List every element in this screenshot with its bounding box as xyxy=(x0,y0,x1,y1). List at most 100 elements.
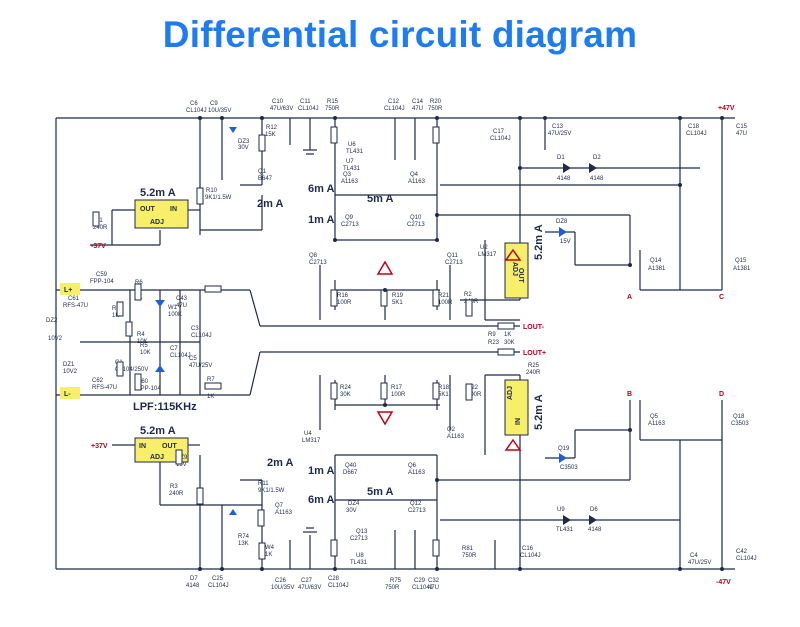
svg-text:ADJ: ADJ xyxy=(150,454,164,461)
component-label: C5 xyxy=(189,356,197,362)
resistor-symbol xyxy=(432,539,440,557)
svg-text:A: A xyxy=(627,294,632,301)
resistor-symbol xyxy=(134,373,142,391)
component-label: 10K xyxy=(140,350,151,356)
junction-dot xyxy=(333,567,337,571)
component-label: R21 xyxy=(438,293,450,299)
svg-text:5m A: 5m A xyxy=(367,193,394,205)
svg-text:IN: IN xyxy=(515,418,522,425)
component-label: 100R xyxy=(337,300,352,306)
component-label: TL431 xyxy=(343,166,361,172)
svg-text:B: B xyxy=(627,391,632,398)
junction-dot xyxy=(435,238,439,242)
component-label: A1163 xyxy=(275,510,293,516)
svg-text:1m A: 1m A xyxy=(308,465,335,477)
rail-neg-bottom: -47V xyxy=(716,579,731,586)
resistor-symbol xyxy=(380,289,388,307)
component-label: 4148 xyxy=(186,583,200,589)
component-label: DZ3 xyxy=(238,139,250,145)
component-label: Q19 xyxy=(558,446,570,452)
component-label: Q8 xyxy=(309,253,318,259)
component-label: TL431 xyxy=(350,560,368,566)
component-label: C2713 xyxy=(350,536,368,542)
resistor-symbol xyxy=(330,289,338,307)
component-label: 47U xyxy=(736,131,747,137)
component-label: C62 xyxy=(92,378,104,384)
component-label: R15 xyxy=(327,99,339,105)
component-label: 15V xyxy=(176,462,187,468)
component-label: CL104J xyxy=(520,553,541,559)
component-label: 47U xyxy=(412,106,423,112)
component-label: R2 xyxy=(464,292,472,298)
component-label: C2713 xyxy=(341,222,359,228)
resistor-symbol xyxy=(196,487,204,505)
component-label: CL104J xyxy=(186,108,207,114)
component-label: R25 xyxy=(528,363,540,369)
svg-text:D: D xyxy=(719,391,724,398)
component-labels: C6CL104JC910U/35VC1047U/63VC11CL104JR157… xyxy=(0,0,757,591)
component-label: R9 xyxy=(488,332,496,338)
svg-text:5.2m A: 5.2m A xyxy=(533,224,545,260)
resistor-symbol xyxy=(196,187,204,205)
component-label: CL104/250V xyxy=(115,367,148,373)
resistor-symbol xyxy=(497,322,515,330)
component-label: TL431 xyxy=(346,149,364,155)
junction-dot xyxy=(383,403,387,407)
svg-text:C: C xyxy=(719,294,724,301)
component-label: A1163 xyxy=(341,179,359,185)
component-label: C59 xyxy=(96,272,108,278)
component-label: 47U xyxy=(428,585,439,591)
component-label: B647 xyxy=(258,176,273,182)
junction-dot xyxy=(628,263,632,267)
resistor-symbol xyxy=(92,211,100,227)
svg-text:6m A: 6m A xyxy=(308,494,335,506)
component-label: 47U/25V xyxy=(548,131,571,137)
component-label: C2713 xyxy=(445,260,463,266)
junction-dot xyxy=(220,116,224,120)
junction-dot xyxy=(220,567,224,571)
component-label: LM317 xyxy=(302,438,321,444)
component-label: A1381 xyxy=(648,266,666,272)
component-label: DZ1 xyxy=(63,362,75,368)
component-label: C2713 xyxy=(309,260,327,266)
resistor-symbol xyxy=(465,299,473,317)
junction-dot xyxy=(435,567,439,571)
svg-text:ADJ: ADJ xyxy=(507,386,514,400)
component-label: C27 xyxy=(301,578,313,584)
resistor-symbol xyxy=(204,285,222,293)
component-label: C32 xyxy=(428,578,440,584)
component-label: 1K xyxy=(112,313,119,319)
component-label: 100R xyxy=(391,392,406,398)
component-label: CL104J xyxy=(686,131,707,137)
junction-dot xyxy=(678,567,682,571)
rail-labels: +47V -47V -37V +37V xyxy=(91,105,735,586)
component-label: R16 xyxy=(337,293,349,299)
component-label: Q4 xyxy=(410,172,419,178)
svg-text:1m A: 1m A xyxy=(308,214,335,226)
component-label: C10 xyxy=(272,99,284,105)
svg-text:ADJ: ADJ xyxy=(150,219,164,226)
junction-dot xyxy=(198,116,202,120)
component-label: 15V xyxy=(560,239,571,245)
component-label: 9K1/1.5W xyxy=(205,195,232,201)
component-label: R6 xyxy=(135,280,143,286)
resistor-symbol xyxy=(125,321,133,337)
component-label: Q1 xyxy=(258,169,267,175)
component-label: Q3 xyxy=(343,172,352,178)
component-label: 240R xyxy=(526,370,541,376)
junction-dot xyxy=(678,116,682,120)
component-label: CL104J xyxy=(328,583,349,589)
component-label: Q15 xyxy=(735,258,747,264)
component-label: R17 xyxy=(391,385,403,391)
svg-text:OUT: OUT xyxy=(140,206,156,213)
component-label: W4 xyxy=(265,545,275,551)
component-label: U9 xyxy=(557,507,565,513)
junction-dot xyxy=(518,116,522,120)
resistor-symbol xyxy=(330,382,338,400)
component-label: R11 xyxy=(258,481,269,487)
resistor-symbol xyxy=(330,126,338,144)
component-symbols xyxy=(92,116,724,571)
rail-neg-left: -37V xyxy=(91,243,106,250)
component-label: 30K xyxy=(504,340,515,346)
resistor-symbol xyxy=(116,361,124,377)
